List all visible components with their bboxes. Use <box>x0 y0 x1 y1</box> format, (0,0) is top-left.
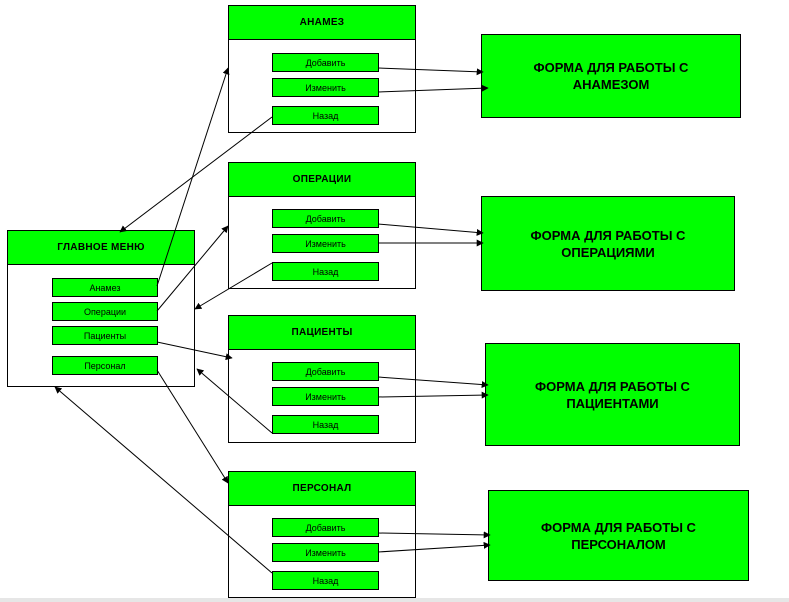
patients-back-button[interactable]: Назад <box>272 415 379 434</box>
submenu-operations-title: ОПЕРАЦИИ <box>228 162 416 197</box>
patients-edit-button[interactable]: Изменить <box>272 387 379 406</box>
operations-back-button[interactable]: Назад <box>272 262 379 281</box>
form-operations[interactable]: ФОРМА ДЛЯ РАБОТЫ С ОПЕРАЦИЯМИ <box>481 196 735 291</box>
submenu-anamnesis-title: АНАМЕЗ <box>228 5 416 40</box>
form-anamnesis[interactable]: ФОРМА ДЛЯ РАБОТЫ С АНАМЕЗОМ <box>481 34 741 118</box>
anamnesis-back-button[interactable]: Назад <box>272 106 379 125</box>
anamnesis-add-button[interactable]: Добавить <box>272 53 379 72</box>
patients-add-button[interactable]: Добавить <box>272 362 379 381</box>
submenu-staff-title: ПЕРСОНАЛ <box>228 471 416 506</box>
submenu-anamnesis-box: АНАМЕЗ Добавить Изменить Назад <box>228 5 416 133</box>
main-menu-item-anamnesis[interactable]: Анамез <box>52 278 158 297</box>
anamnesis-edit-button[interactable]: Изменить <box>272 78 379 97</box>
form-staff[interactable]: ФОРМА ДЛЯ РАБОТЫ С ПЕРСОНАЛОМ <box>488 490 749 581</box>
submenu-patients-box: ПАЦИЕНТЫ Добавить Изменить Назад <box>228 315 416 443</box>
submenu-patients-title: ПАЦИЕНТЫ <box>228 315 416 350</box>
main-menu-item-patients[interactable]: Пациенты <box>52 326 158 345</box>
main-menu-box: ГЛАВНОЕ МЕНЮ Анамез Операции Пациенты Пе… <box>7 230 195 387</box>
staff-add-button[interactable]: Добавить <box>272 518 379 537</box>
form-patients[interactable]: ФОРМА ДЛЯ РАБОТЫ С ПАЦИЕНТАМИ <box>485 343 740 446</box>
main-menu-item-operations[interactable]: Операции <box>52 302 158 321</box>
main-menu-title: ГЛАВНОЕ МЕНЮ <box>7 230 195 265</box>
operations-edit-button[interactable]: Изменить <box>272 234 379 253</box>
staff-edit-button[interactable]: Изменить <box>272 543 379 562</box>
bottom-scroll-area <box>0 598 789 602</box>
main-menu-item-staff[interactable]: Персонал <box>52 356 158 375</box>
operations-add-button[interactable]: Добавить <box>272 209 379 228</box>
submenu-staff-box: ПЕРСОНАЛ Добавить Изменить Назад <box>228 471 416 598</box>
submenu-operations-box: ОПЕРАЦИИ Добавить Изменить Назад <box>228 162 416 289</box>
staff-back-button[interactable]: Назад <box>272 571 379 590</box>
